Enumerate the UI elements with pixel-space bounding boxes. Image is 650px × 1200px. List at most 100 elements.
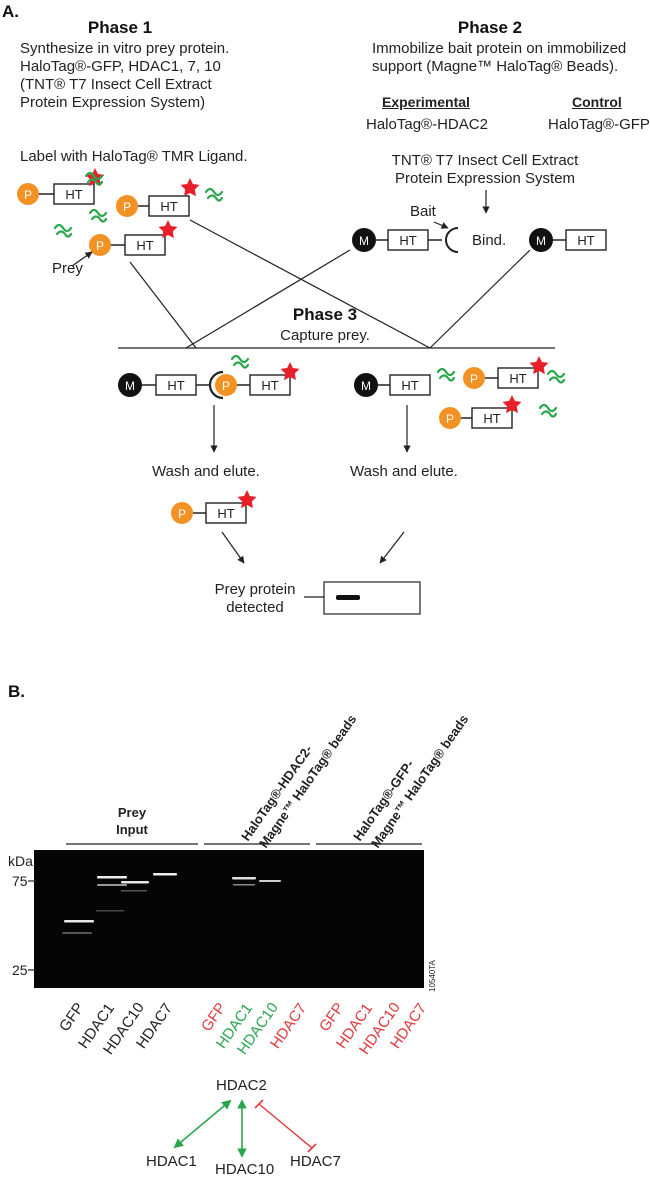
tmr-star-icon (502, 395, 522, 414)
tmr-star-icon (529, 356, 549, 375)
halotag-box (148, 195, 190, 217)
svg-text:P: P (24, 188, 32, 202)
tmr-star-icon (158, 220, 178, 239)
gel-image (34, 850, 424, 988)
phase1-label-step: Label with HaloTag® TMR Ligand. (20, 148, 248, 165)
magne-bead-icon (529, 228, 553, 252)
svg-text:HT: HT (136, 238, 153, 253)
bait-arrow (433, 221, 449, 229)
halotag-box (205, 502, 247, 524)
gel-band (64, 920, 94, 923)
magne-bead-icon (354, 373, 378, 397)
svg-text:M: M (125, 379, 135, 393)
halotag-box (389, 374, 431, 396)
svg-text:HT: HT (401, 378, 418, 393)
phase2-desc-1: Immobilize bait protein on immobilized (372, 40, 627, 57)
ligand-squiggle-icon (436, 367, 456, 382)
experimental-text: HaloTag®-HDAC2 (366, 116, 488, 133)
control-header: Control (572, 94, 622, 110)
bind-label: Bind. (472, 232, 507, 249)
unbound-prey: P HT (439, 395, 558, 429)
halotag-box (124, 234, 166, 256)
experimental-header: Experimental (382, 94, 470, 110)
inhibit-bar (254, 1099, 264, 1109)
bait-bead-control: M HT (529, 228, 607, 252)
ligand-squiggle-icon (84, 171, 104, 186)
phase1-desc-2: HaloTag®-GFP, HDAC1, 7, 10 (20, 58, 221, 75)
magne-bead-icon (118, 373, 142, 397)
svg-text:HT: HT (399, 233, 416, 248)
svg-text:M: M (361, 379, 371, 393)
control-bead: M HT (354, 367, 456, 397)
bait-bead-experimental: M HT (352, 227, 459, 253)
section-a-label: A. (2, 2, 19, 21)
tmr-star-icon (180, 178, 200, 197)
network-hdac7: HDAC7 (290, 1153, 341, 1170)
path-line (429, 249, 531, 349)
path-line (185, 249, 351, 349)
halotag-box (471, 407, 513, 429)
gel-band (121, 890, 147, 892)
svg-text:P: P (123, 200, 131, 214)
prey-arrow (71, 251, 93, 267)
workflow-diagram: P HT P HT P HT M HT (17, 168, 607, 615)
phase3-subtitle: Capture prey. (280, 327, 370, 344)
detected-band (336, 595, 360, 600)
network-hdac1: HDAC1 (146, 1153, 197, 1170)
converge-arrow-left (221, 531, 245, 564)
inhibit-bar (307, 1143, 317, 1153)
ligand-squiggle-icon (204, 187, 224, 202)
svg-text:P: P (470, 372, 478, 386)
svg-text:P: P (96, 239, 104, 253)
bait-binding-site (445, 227, 459, 253)
gel-band (232, 877, 256, 880)
tmr-star-icon (237, 490, 257, 509)
system-text-2: Protein Expression System (394, 170, 576, 187)
svg-text:HT: HT (261, 378, 278, 393)
gel-band (97, 876, 127, 879)
phase3-title: Phase 3 (292, 305, 358, 324)
svg-text:HT: HT (160, 199, 177, 214)
gel-band (62, 932, 92, 934)
prey-detected-1: Prey protein (214, 581, 296, 598)
eluted-prey: P HT (171, 490, 257, 524)
marker-75: 75 (12, 873, 28, 889)
captured-complex: M HT P HT (118, 354, 300, 400)
prey-protein-icon (439, 407, 461, 429)
svg-text:M: M (359, 234, 369, 248)
svg-text:P: P (222, 379, 230, 393)
ligand-squiggle-icon (88, 208, 108, 223)
prey-protein-icon (171, 502, 193, 524)
phase2-title: Phase 2 (457, 18, 523, 37)
ligand-squiggle-icon (546, 369, 566, 384)
prey-protein-icon (463, 367, 485, 389)
ligand-squiggle-icon (538, 403, 558, 418)
svg-text:HT: HT (167, 378, 184, 393)
halotag-box (565, 229, 607, 251)
group-prey-1: Prey (117, 805, 147, 820)
gel-band (259, 880, 281, 882)
converge-arrow-right (379, 531, 405, 564)
phase1-title: Phase 1 (87, 18, 153, 37)
svg-text:HT: HT (217, 506, 234, 521)
marker-25: 25 (12, 962, 28, 978)
network-hdac10: HDAC10 (215, 1161, 275, 1178)
prey-molecule: P HT (89, 220, 178, 256)
prey-molecule: P HT (17, 168, 105, 205)
svg-text:P: P (446, 412, 454, 426)
phase1-desc-3: (TNT® T7 Insect Cell Extract (20, 76, 212, 93)
phase2-desc-2: support (Magne™ HaloTag® Beads). (372, 58, 619, 75)
system-text-1: TNT® T7 Insect Cell Extract (391, 152, 579, 169)
ligand-squiggle-icon (230, 354, 250, 369)
edge-hdac2-hdac7 (258, 1103, 313, 1149)
svg-text:P: P (178, 507, 186, 521)
wash-elute-right: Wash and elute. (350, 463, 458, 480)
interaction-network (173, 1099, 317, 1158)
svg-text:HT: HT (509, 371, 526, 386)
prey-protein-icon (89, 234, 111, 256)
gel-band (233, 884, 255, 886)
svg-text:M: M (536, 234, 546, 248)
bait-label: Bait (410, 203, 436, 220)
svg-text:HT: HT (577, 233, 594, 248)
gel-band (153, 873, 177, 876)
